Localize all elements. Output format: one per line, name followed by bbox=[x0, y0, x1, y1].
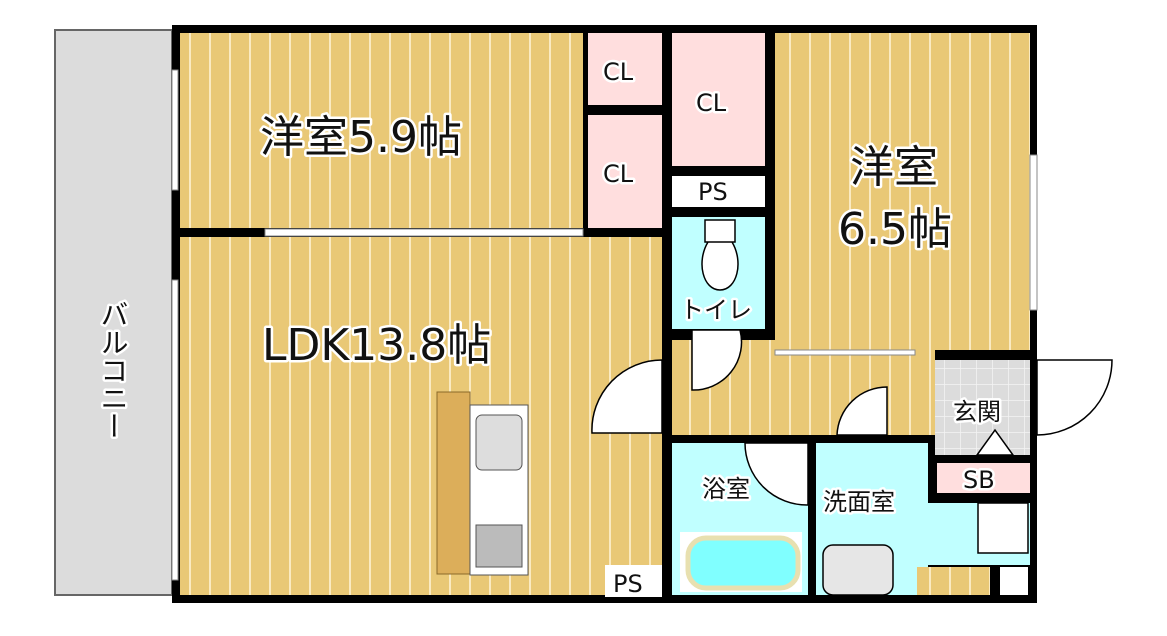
step-icon bbox=[975, 428, 1015, 456]
storage-step bbox=[917, 567, 990, 595]
closet-2-label: CL bbox=[603, 160, 634, 188]
western-room-2-size: 6.5帖 bbox=[838, 204, 952, 255]
closet-3-label: CL bbox=[696, 89, 727, 117]
front-door[interactable] bbox=[1036, 359, 1113, 436]
toilet-label: トイレ bbox=[680, 296, 752, 324]
ldk-room bbox=[180, 237, 662, 595]
western-room-1 bbox=[180, 33, 583, 228]
western-room-1-label: 洋室5.9帖 bbox=[260, 112, 462, 163]
window-balcony-2 bbox=[171, 279, 179, 581]
door-ldk[interactable] bbox=[591, 359, 663, 434]
pipe-space-2-label: PS bbox=[613, 570, 643, 598]
balcony-label: バルコニー bbox=[97, 300, 130, 440]
small-box bbox=[1000, 567, 1028, 595]
closet-2 bbox=[588, 115, 662, 228]
washbasin-icon bbox=[822, 544, 894, 596]
western-room-2 bbox=[775, 33, 1030, 350]
closet-3 bbox=[672, 33, 765, 166]
window-balcony-1 bbox=[171, 69, 179, 191]
bathtub-basin bbox=[685, 535, 801, 591]
closet-1-label: CL bbox=[603, 58, 634, 86]
washing-machine-icon bbox=[977, 502, 1029, 554]
pipe-space-1-label: PS bbox=[698, 178, 728, 206]
entrance bbox=[935, 360, 1030, 455]
sink-icon bbox=[475, 414, 523, 471]
sliding-door[interactable] bbox=[264, 228, 584, 237]
toilet-icon bbox=[701, 219, 739, 291]
shoe-box bbox=[937, 463, 1030, 493]
sliding-door-6-5[interactable] bbox=[774, 349, 916, 356]
kitchen-counter bbox=[436, 391, 471, 575]
balcony bbox=[54, 29, 173, 596]
closet-1 bbox=[588, 33, 662, 105]
door-washroom[interactable] bbox=[836, 386, 888, 436]
stove-icon bbox=[475, 524, 523, 568]
shoe-box-label: SB bbox=[963, 466, 995, 494]
bathroom-label: 浴室 bbox=[702, 475, 750, 503]
ldk-label: LDK13.8帖 bbox=[262, 320, 491, 371]
window-east bbox=[1029, 154, 1038, 311]
western-room-2-label: 洋室 bbox=[850, 142, 938, 193]
pipe-space-1 bbox=[672, 176, 765, 207]
pipe-space-2 bbox=[605, 565, 662, 597]
entrance-label: 玄関 bbox=[953, 398, 1001, 426]
door-bathroom[interactable] bbox=[744, 442, 809, 506]
door-toilet[interactable] bbox=[691, 329, 743, 391]
washroom-label: 洗面室 bbox=[823, 488, 895, 516]
